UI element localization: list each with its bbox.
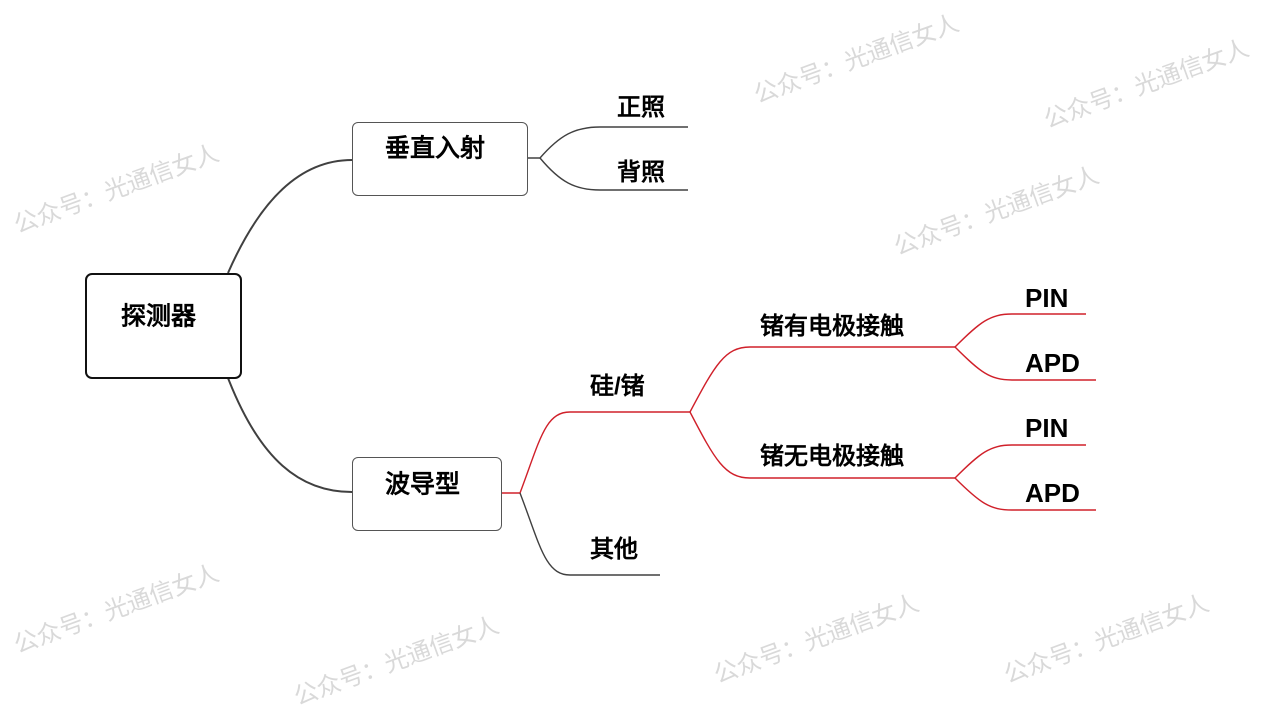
node-pin-2[interactable]: PIN <box>1025 413 1069 443</box>
node-vertical-incidence[interactable] <box>352 122 528 196</box>
node-other[interactable]: 其他 <box>590 536 638 563</box>
connector-root-waveguide <box>227 377 353 493</box>
connector-ge-no-electrode <box>689 411 955 479</box>
node-ge-without-electrode[interactable]: 锗无电极接触 <box>760 443 904 470</box>
node-ge-with-electrode[interactable]: 锗有电极接触 <box>760 313 904 340</box>
connector-front <box>527 126 688 159</box>
node-waveguide-label: 波导型 <box>385 470 461 499</box>
node-si-ge[interactable]: 硅/锗 <box>590 373 645 400</box>
node-vertical-incidence-label: 垂直入射 <box>385 134 486 163</box>
connector-ge-electrode <box>689 346 955 413</box>
node-pin-1[interactable]: PIN <box>1025 283 1069 313</box>
node-front-illuminated[interactable]: 正照 <box>617 94 665 121</box>
root-label: 探测器 <box>121 302 197 331</box>
connector-sige <box>501 411 690 494</box>
connector-root-vertical <box>227 159 353 274</box>
connector-pin-2 <box>954 444 1086 479</box>
connector-other <box>519 492 660 576</box>
connector-apd-2 <box>954 477 1096 511</box>
node-apd-1[interactable]: APD <box>1025 348 1080 378</box>
connector-back <box>539 157 688 191</box>
connector-pin-1 <box>954 313 1086 348</box>
root-node[interactable] <box>85 273 242 379</box>
connector-apd-1 <box>954 346 1096 381</box>
node-apd-2[interactable]: APD <box>1025 478 1080 508</box>
node-back-illuminated[interactable]: 背照 <box>617 159 665 186</box>
node-waveguide[interactable] <box>352 457 502 531</box>
